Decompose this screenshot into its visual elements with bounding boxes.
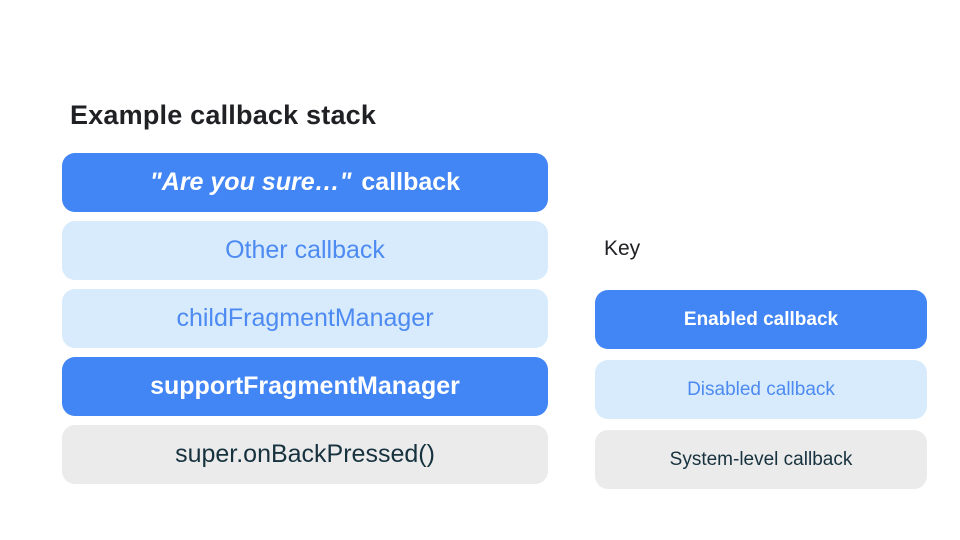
stack-item-other-callback: Other callback bbox=[62, 221, 548, 280]
stack-item-are-you-sure-callback: "Are you sure…" callback bbox=[62, 153, 548, 212]
key-title: Key bbox=[604, 237, 641, 260]
key-item-enabled-callback: Enabled callback bbox=[595, 290, 927, 349]
stack-item-label-rest: callback bbox=[354, 168, 461, 196]
stack-title: Example callback stack bbox=[70, 100, 377, 130]
key-legend: Enabled callback Disabled callback Syste… bbox=[595, 290, 927, 489]
stack-item-super-onbackpressed: super.onBackPressed() bbox=[62, 425, 548, 484]
stack-item-childfragmentmanager: childFragmentManager bbox=[62, 289, 548, 348]
stack-item-supportfragmentmanager: supportFragmentManager bbox=[62, 357, 548, 416]
callback-stack: "Are you sure…" callback Other callback … bbox=[62, 153, 548, 484]
key-item-system-level-callback: System-level callback bbox=[595, 430, 927, 489]
stack-item-label-quoted: "Are you sure…" bbox=[149, 168, 352, 196]
key-item-disabled-callback: Disabled callback bbox=[595, 360, 927, 419]
